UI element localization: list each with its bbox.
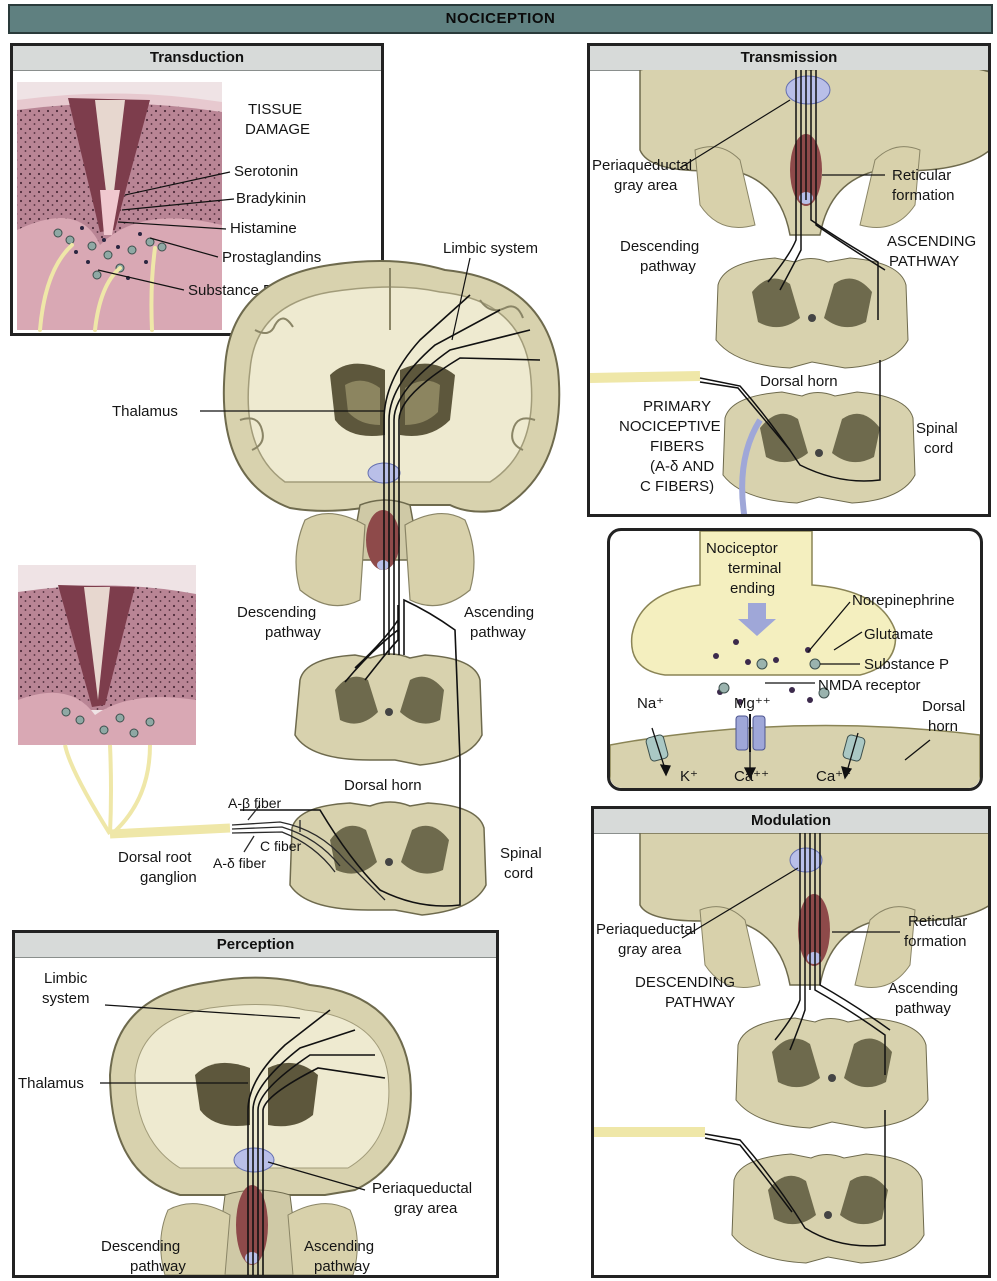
central-ascending-label-2: pathway bbox=[470, 624, 526, 641]
serotonin-label: Serotonin bbox=[234, 163, 298, 180]
transmission-ascending-label-1: ASCENDING bbox=[887, 233, 976, 250]
limbic-system-label: Limbic system bbox=[443, 240, 538, 257]
transmission-spinal-label-1: Spinal bbox=[916, 420, 958, 437]
modulation-ascending-label-2: pathway bbox=[895, 1000, 951, 1017]
transmission-descending-label-1: Descending bbox=[620, 238, 699, 255]
perception-pag-label-1: Periaqueductal bbox=[372, 1180, 472, 1197]
dorsal-root-label-2: ganglion bbox=[140, 869, 197, 886]
transmission-dorsal-horn-label: Dorsal horn bbox=[760, 373, 838, 390]
perception-limbic-label-1: Limbic bbox=[44, 970, 88, 987]
perception-descending-label-1: Descending bbox=[101, 1238, 180, 1255]
fibers-label-5: C FIBERS) bbox=[640, 478, 714, 495]
ca-ion-label-2: Ca⁺⁺ bbox=[816, 768, 851, 785]
bradykinin-label: Bradykinin bbox=[236, 190, 306, 207]
transmission-pag-label-1: Periaqueductal bbox=[592, 157, 692, 174]
transmission-pag-label-2: gray area bbox=[614, 177, 678, 194]
perception-ascending-label-2: pathway bbox=[314, 1258, 370, 1275]
modulation-reticular-label-1: Reticular bbox=[908, 913, 967, 930]
na-ion-label: Na⁺ bbox=[637, 695, 664, 712]
fibers-label-2: NOCICEPTIVE bbox=[619, 418, 721, 435]
histamine-label: Histamine bbox=[230, 220, 297, 237]
perception-ascending-label-1: Ascending bbox=[304, 1238, 374, 1255]
central-ascending-label-1: Ascending bbox=[464, 604, 534, 621]
tissue-damage-label-1: TISSUE bbox=[248, 101, 302, 118]
c-fiber-label: C fiber bbox=[260, 838, 302, 854]
perception-illustration bbox=[110, 978, 411, 1275]
modulation-pag-label-1: Periaqueductal bbox=[596, 921, 696, 938]
nociceptor-label-2: terminal bbox=[728, 560, 781, 577]
a-beta-fiber-label: A-β fiber bbox=[228, 795, 282, 811]
prostaglandins-label: Prostaglandins bbox=[222, 249, 321, 266]
synapse-substance-p-label: Substance P bbox=[864, 656, 949, 673]
fibers-label-3: FIBERS bbox=[650, 438, 704, 455]
fibers-label-1: PRIMARY bbox=[643, 398, 711, 415]
central-dorsal-horn-label: Dorsal horn bbox=[344, 777, 422, 794]
modulation-illustration bbox=[594, 833, 990, 1263]
perception-descending-label-2: pathway bbox=[130, 1258, 186, 1275]
modulation-pag-label-2: gray area bbox=[618, 941, 682, 958]
ca-ion-label-1: Ca⁺⁺ bbox=[734, 768, 769, 785]
thalamus-label: Thalamus bbox=[112, 403, 178, 420]
transmission-reticular-label-2: formation bbox=[892, 187, 955, 204]
skin-illustration-2 bbox=[18, 565, 196, 834]
nmda-receptor-label: NMDA receptor bbox=[818, 677, 921, 694]
nociceptor-label-1: Nociceptor bbox=[706, 540, 778, 557]
modulation-reticular-label-2: formation bbox=[904, 933, 967, 950]
dorsal-root-fiber bbox=[110, 828, 230, 834]
fibers-label-4: (A-δ AND bbox=[650, 458, 714, 475]
central-spinal-label-2: cord bbox=[504, 865, 533, 882]
perception-pag-label-2: gray area bbox=[394, 1200, 458, 1217]
tissue-damage-label-2: DAMAGE bbox=[245, 121, 310, 138]
dorsal-root-label-1: Dorsal root bbox=[118, 849, 192, 866]
synapse-dorsal-label-2: horn bbox=[928, 718, 958, 735]
central-spinal-label-1: Spinal bbox=[500, 845, 542, 862]
perception-limbic-label-2: system bbox=[42, 990, 90, 1007]
k-ion-label: K⁺ bbox=[680, 768, 698, 785]
modulation-ascending-label-1: Ascending bbox=[888, 980, 958, 997]
transmission-ascending-label-2: PATHWAY bbox=[889, 253, 959, 270]
a-delta-fiber-label: A-δ fiber bbox=[213, 855, 266, 871]
norepinephrine-label: Norepinephrine bbox=[852, 592, 955, 609]
synapse-dorsal-label-1: Dorsal bbox=[922, 698, 965, 715]
central-descending-label-1: Descending bbox=[237, 604, 316, 621]
transmission-descending-label-2: pathway bbox=[640, 258, 696, 275]
modulation-descending-label-2: PATHWAY bbox=[665, 994, 735, 1011]
nociceptor-label-3: ending bbox=[730, 580, 775, 597]
central-descending-label-2: pathway bbox=[265, 624, 321, 641]
transmission-reticular-label-1: Reticular bbox=[892, 167, 951, 184]
modulation-descending-label-1: DESCENDING bbox=[635, 974, 735, 991]
mg-ion-label: Mg⁺⁺ bbox=[734, 695, 771, 712]
perception-thalamus-label: Thalamus bbox=[18, 1075, 84, 1092]
transmission-spinal-label-2: cord bbox=[924, 440, 953, 457]
glutamate-label: Glutamate bbox=[864, 626, 933, 643]
